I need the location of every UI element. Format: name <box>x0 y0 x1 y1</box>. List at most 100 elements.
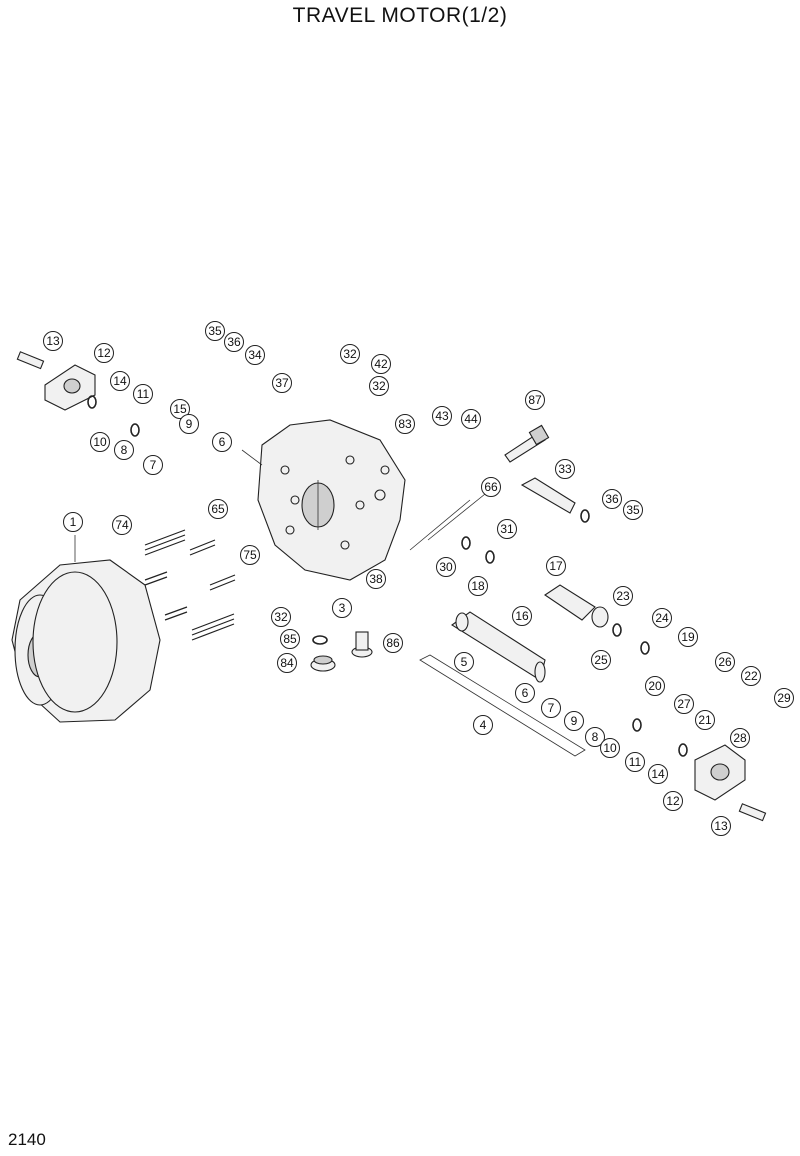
svg-text:37: 37 <box>275 376 289 390</box>
callout-65: 65 <box>208 499 228 519</box>
callout-12-top: 12 <box>94 343 114 363</box>
callout-22: 22 <box>741 666 761 686</box>
svg-text:42: 42 <box>374 357 388 371</box>
callout-18: 18 <box>468 576 488 596</box>
callout-23: 23 <box>613 586 633 606</box>
svg-text:21: 21 <box>698 713 712 727</box>
callout-17: 17 <box>546 556 566 576</box>
callout-9-bottom: 9 <box>564 711 584 731</box>
svg-text:65: 65 <box>211 502 225 516</box>
cap-12-bottom-drawing <box>694 744 767 822</box>
svg-text:32: 32 <box>343 347 357 361</box>
svg-text:32: 32 <box>372 379 386 393</box>
svg-text:14: 14 <box>113 374 127 388</box>
svg-text:20: 20 <box>648 679 662 693</box>
callout-28: 28 <box>730 728 750 748</box>
plug-86-drawing <box>351 631 373 658</box>
svg-text:75: 75 <box>243 548 257 562</box>
callout-14-bottom: 14 <box>648 764 668 784</box>
callout-83: 83 <box>395 414 415 434</box>
svg-text:1: 1 <box>70 515 77 529</box>
callout-44: 44 <box>461 409 481 429</box>
callout-66: 66 <box>481 477 501 497</box>
svg-text:36: 36 <box>227 335 241 349</box>
callout-27: 27 <box>674 694 694 714</box>
svg-text:32: 32 <box>274 610 288 624</box>
leader-lines <box>241 449 586 757</box>
svg-text:23: 23 <box>616 589 630 603</box>
spool-5-drawing <box>451 611 546 683</box>
svg-text:29: 29 <box>777 691 791 705</box>
part-drawings <box>11 351 767 822</box>
svg-text:30: 30 <box>439 560 453 574</box>
svg-text:6: 6 <box>219 435 226 449</box>
svg-text:16: 16 <box>515 609 529 623</box>
callout-4: 4 <box>473 715 493 735</box>
callout-7-bottom: 7 <box>541 698 561 718</box>
svg-text:10: 10 <box>603 741 617 755</box>
svg-text:25: 25 <box>594 653 608 667</box>
callout-87: 87 <box>525 390 545 410</box>
svg-text:85: 85 <box>283 632 297 646</box>
plug-33-drawing <box>520 477 576 514</box>
callout-74: 74 <box>112 515 132 535</box>
callout-14-top: 14 <box>110 371 130 391</box>
callout-34: 34 <box>245 345 265 365</box>
callout-31: 31 <box>497 519 517 539</box>
callouts: 13 12 14 11 15 9 10 8 7 6 35 36 34 32 42… <box>43 321 794 836</box>
callout-16: 16 <box>512 606 532 626</box>
svg-text:87: 87 <box>528 393 542 407</box>
callout-84: 84 <box>277 653 297 673</box>
callout-35-right: 35 <box>623 500 643 520</box>
callout-37: 37 <box>272 373 292 393</box>
callout-30: 30 <box>436 557 456 577</box>
callout-75: 75 <box>240 545 260 565</box>
page-title: TRAVEL MOTOR(1/2) <box>292 4 508 27</box>
svg-text:8: 8 <box>121 443 128 457</box>
plug-84-drawing <box>310 655 336 672</box>
svg-text:13: 13 <box>714 819 728 833</box>
svg-text:33: 33 <box>558 462 572 476</box>
svg-text:43: 43 <box>435 409 449 423</box>
callout-36-right: 36 <box>602 489 622 509</box>
svg-text:12: 12 <box>666 794 680 808</box>
callout-8-bottom: 8 <box>585 727 605 747</box>
callout-12-bottom: 12 <box>663 791 683 811</box>
svg-text:11: 11 <box>629 755 642 769</box>
callout-8-top: 8 <box>114 440 134 460</box>
svg-text:7: 7 <box>548 701 555 715</box>
callout-21: 21 <box>695 710 715 730</box>
housing-drawing <box>11 535 161 723</box>
callout-1: 1 <box>63 512 83 532</box>
svg-text:6: 6 <box>522 686 529 700</box>
o-rings-drawing <box>87 395 688 757</box>
svg-text:38: 38 <box>369 572 383 586</box>
page-number: 2140 <box>8 1130 46 1149</box>
svg-text:14: 14 <box>651 767 665 781</box>
svg-text:86: 86 <box>386 636 400 650</box>
callout-6-bottom: 6 <box>515 683 535 703</box>
bolt-87-drawing <box>504 424 550 463</box>
callout-85: 85 <box>280 629 300 649</box>
svg-text:4: 4 <box>480 718 487 732</box>
svg-text:22: 22 <box>744 669 758 683</box>
callout-38: 38 <box>366 569 386 589</box>
callout-7-top: 7 <box>143 455 163 475</box>
callout-29: 29 <box>774 688 794 708</box>
svg-text:24: 24 <box>655 611 669 625</box>
svg-text:12: 12 <box>97 346 111 360</box>
callout-5: 5 <box>454 652 474 672</box>
callout-10-top: 10 <box>90 432 110 452</box>
callout-15: 15 <box>170 399 190 419</box>
callout-11-top: 11 <box>133 384 153 404</box>
svg-text:26: 26 <box>718 655 732 669</box>
callout-32-mid: 32 <box>369 376 389 396</box>
callout-20: 20 <box>645 676 665 696</box>
svg-text:35: 35 <box>208 324 222 338</box>
callout-10-bottom: 10 <box>600 738 620 758</box>
callout-11-bottom: 11 <box>625 752 645 772</box>
callout-6-top: 6 <box>212 432 232 452</box>
callout-33: 33 <box>555 459 575 479</box>
svg-text:31: 31 <box>500 522 514 536</box>
svg-text:27: 27 <box>677 697 691 711</box>
